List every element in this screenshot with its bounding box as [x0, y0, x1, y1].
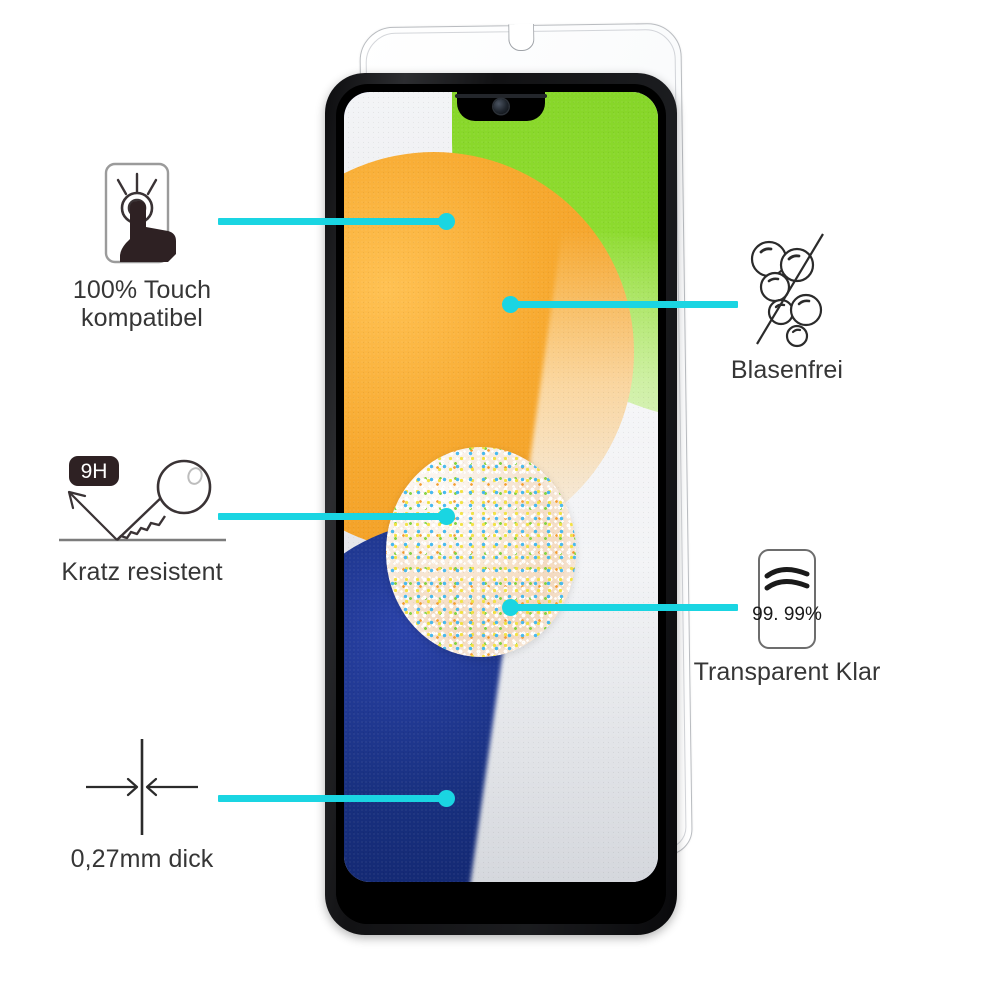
no-bubbles-icon [727, 232, 847, 350]
leader-line-thickness [218, 795, 446, 802]
phone-bottom-bezel [336, 882, 666, 924]
leader-line-scratch [218, 513, 446, 520]
leader-dot-scratch [438, 508, 455, 525]
thickness-arrows-icon [72, 735, 212, 839]
leader-line-clarity [510, 604, 738, 611]
touch-hand-icon [82, 160, 202, 270]
feature-label: 100% Touch kompatibel [72, 276, 212, 332]
earpiece-speaker [455, 94, 547, 98]
leader-dot-touch [438, 213, 455, 230]
leader-dot-thickness [438, 790, 455, 807]
feature-thickness: 0,27mm dick [22, 735, 262, 873]
leader-dot-bubble [502, 296, 519, 313]
feature-scratch-resistant: 9H Kratz resistent [22, 452, 262, 586]
wallpaper-grain-texture [344, 92, 658, 882]
feature-label: Transparent Klar [693, 658, 881, 686]
feature-label: Kratz resistent [61, 558, 223, 586]
front-camera-icon [493, 99, 509, 114]
feature-bubble-free: Blasenfrei [667, 232, 907, 384]
phone-screen [344, 92, 658, 882]
hardness-badge-text: 9H [80, 460, 107, 483]
feature-touch-compatible: 100% Touch kompatibel [22, 160, 262, 332]
leader-line-bubble [510, 301, 738, 308]
feature-transparent-clear: 99. 99% Transparent Klar [667, 548, 907, 686]
feature-label: 0,27mm dick [70, 845, 214, 873]
smartphone-body [325, 73, 677, 935]
phone-bezel [336, 84, 666, 924]
leader-line-touch [218, 218, 446, 225]
transparency-value-text: 99. 99% [752, 604, 822, 625]
leader-dot-clarity [502, 599, 519, 616]
wallpaper-speckled-ball [386, 447, 576, 657]
glass-notch-cutout [508, 23, 535, 52]
transparency-icon: 99. 99% [727, 548, 847, 652]
feature-label: Blasenfrei [730, 356, 844, 384]
key-scratch-icon: 9H [55, 452, 230, 552]
phone-with-screen-protector [305, 22, 705, 935]
